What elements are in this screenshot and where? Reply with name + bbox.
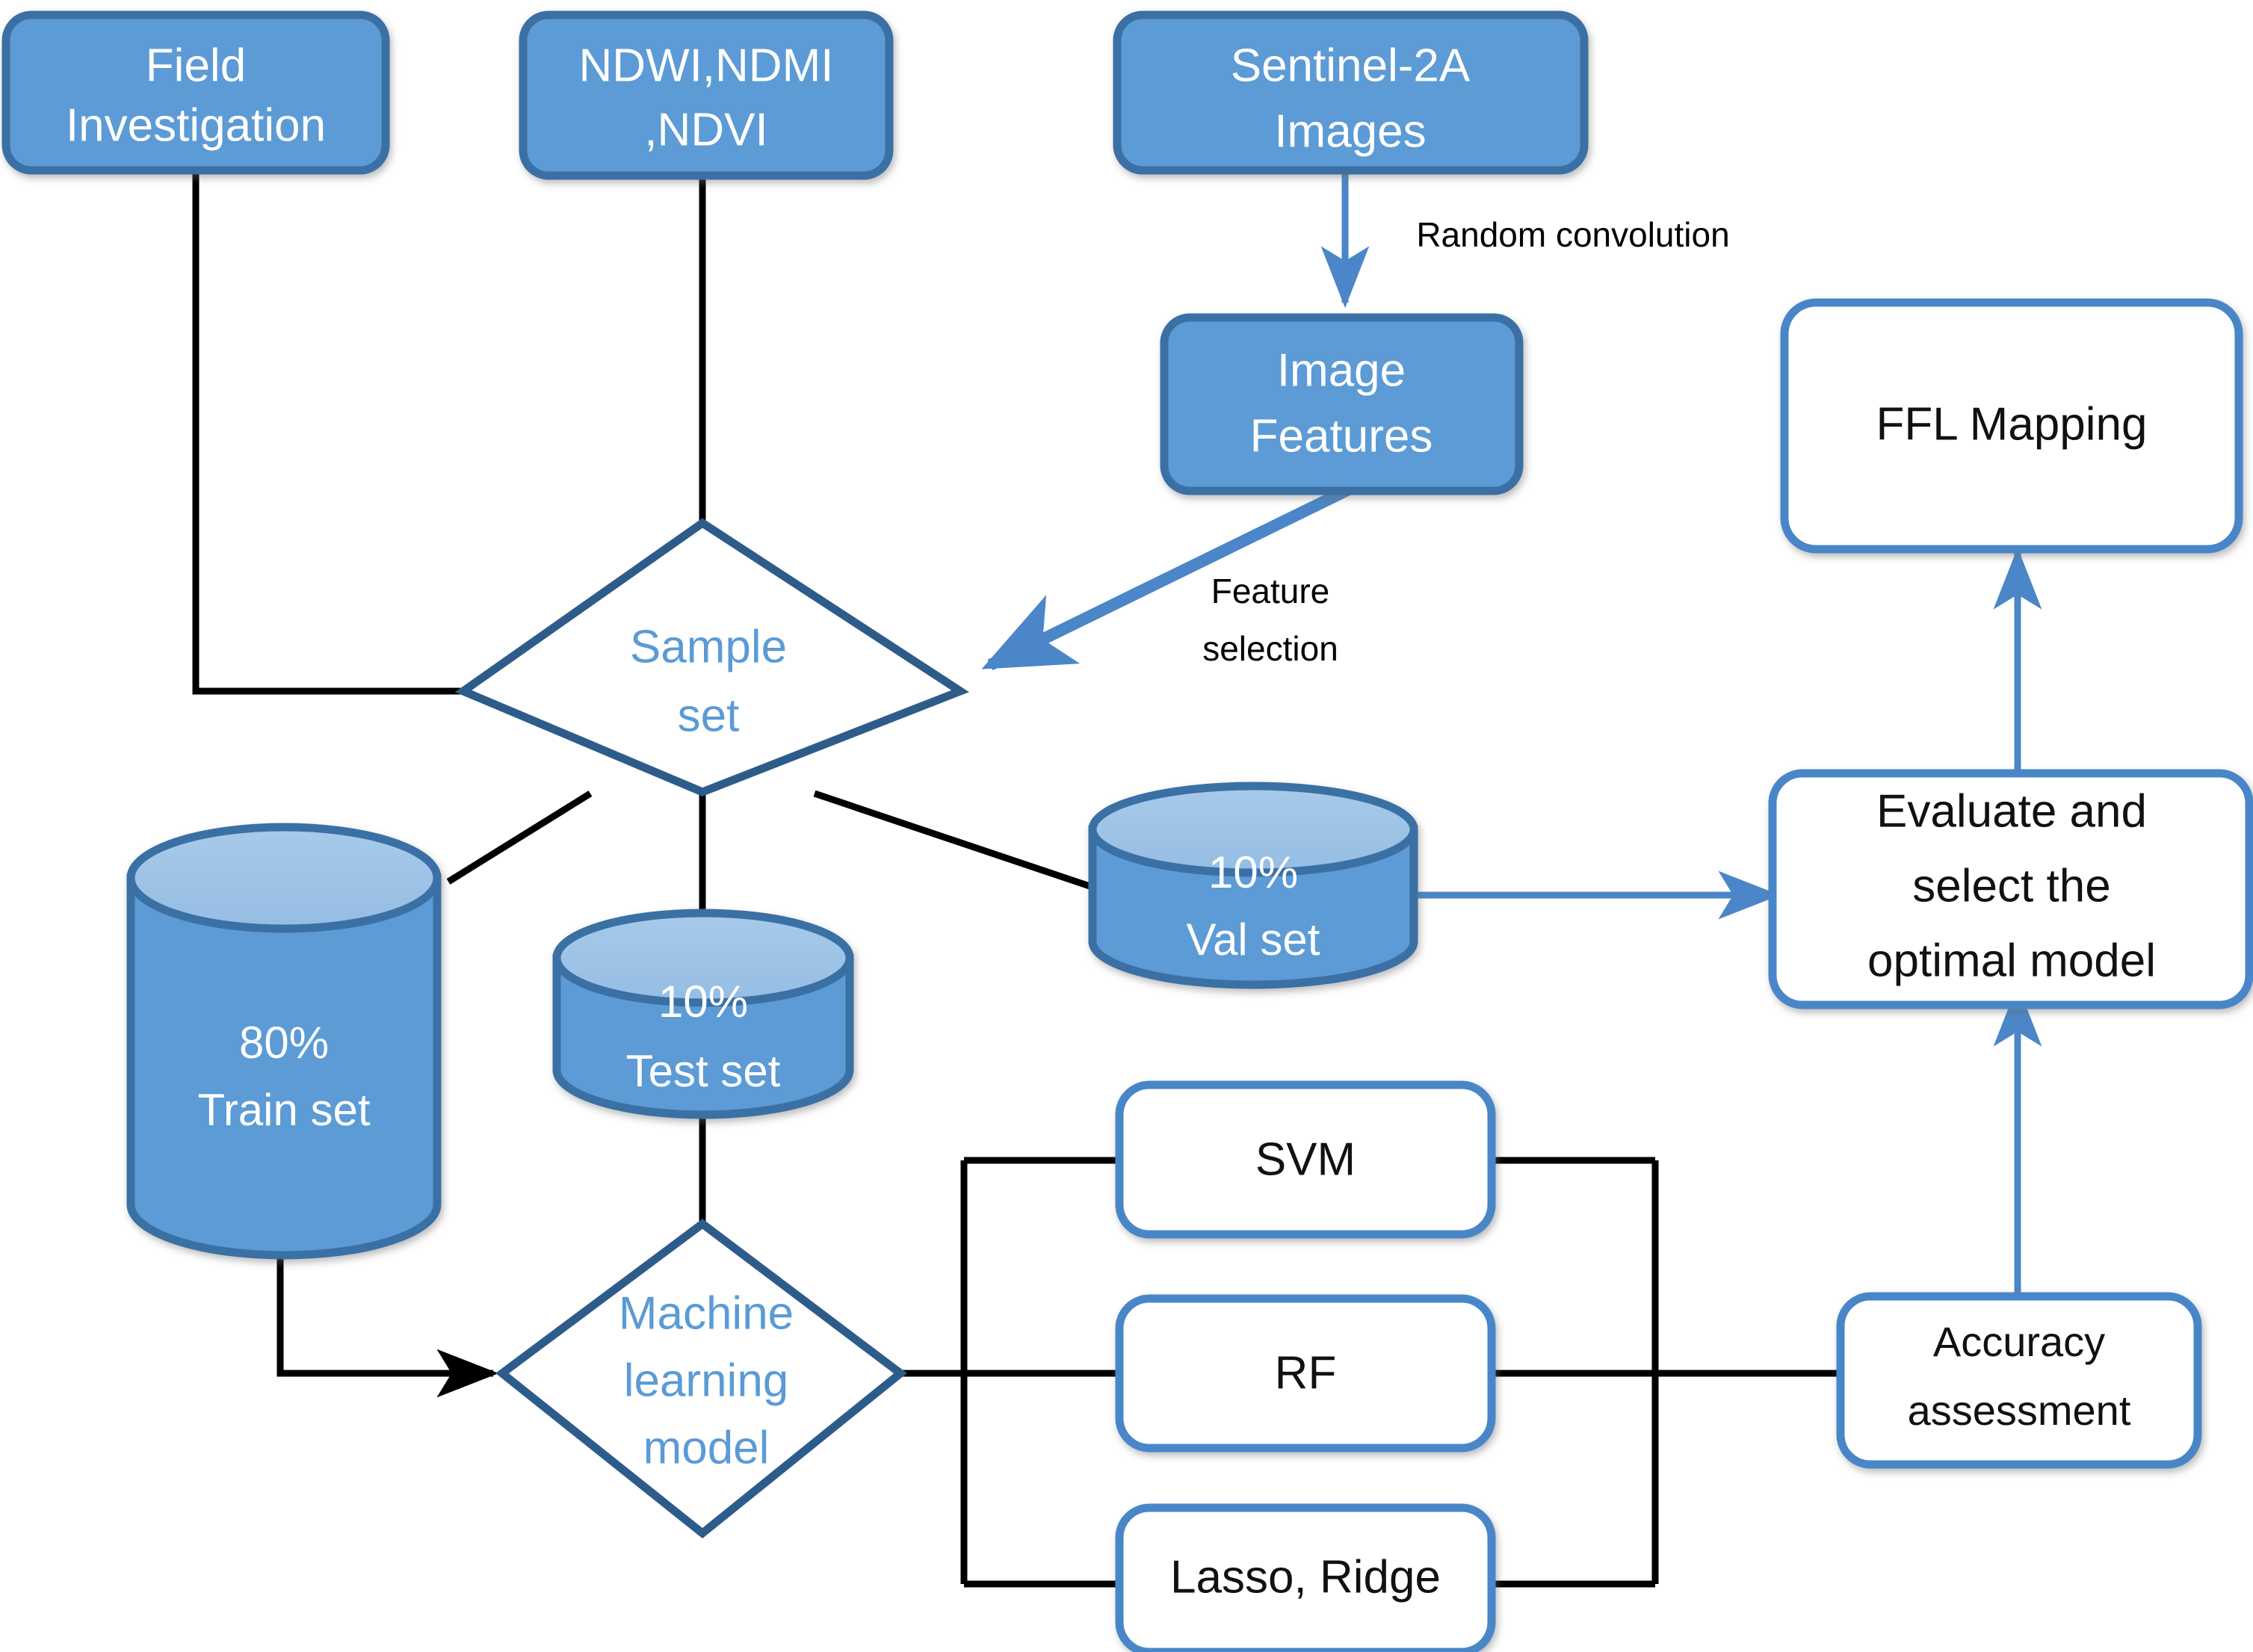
ml-model-label-line2: learning <box>624 1355 789 1406</box>
field-investigation-label-line1: Field <box>146 40 246 91</box>
node-sample-set[interactable]: Sample set <box>454 518 969 796</box>
rf-shape[interactable] <box>1115 1294 1496 1453</box>
train-set-top <box>126 823 442 933</box>
val-set-label-line1: 10% <box>1208 847 1298 897</box>
node-image-features[interactable]: Image Features <box>1160 313 1524 495</box>
edge-sample-to-train <box>446 791 593 885</box>
accuracy-assessment-shape[interactable] <box>1836 1292 2202 1469</box>
evaluate-select-label-line3: optimal model <box>1867 935 2156 986</box>
train-set-body[interactable] <box>126 873 442 1260</box>
spectral-indices-label-line2: ,NDVI <box>644 104 767 155</box>
node-ml-model[interactable]: Machine learning model <box>495 1219 907 1539</box>
sentinel-images-shape[interactable] <box>1113 10 1589 175</box>
lasso-ridge-shape[interactable] <box>1115 1503 1496 1652</box>
ffl-mapping-shape[interactable] <box>1780 298 2243 554</box>
lasso-ridge-label: Lasso, Ridge <box>1170 1551 1441 1603</box>
svm-label: SVM <box>1255 1133 1356 1185</box>
edge-label-random-convolution: Random convolution <box>1416 215 1729 254</box>
node-field-investigation[interactable]: Field Investigation <box>1 10 390 175</box>
sentinel-images-label-line1: Sentinel-2A <box>1231 40 1471 91</box>
accuracy-assessment-label-line2: assessment <box>1908 1387 2131 1434</box>
node-sentinel-images[interactable]: Sentinel-2A Images <box>1113 10 1589 175</box>
field-investigation-shape[interactable] <box>1 10 390 175</box>
node-rf[interactable]: RF <box>1115 1294 1496 1453</box>
node-ffl-mapping[interactable]: FFL Mapping <box>1780 298 2243 554</box>
accuracy-assessment-label-line1: Accuracy <box>1933 1318 2105 1365</box>
sample-set-label-line2: set <box>678 690 740 741</box>
edge-train-to-mlmodel <box>276 1246 499 1398</box>
sentinel-images-label-line2: Images <box>1274 105 1426 157</box>
edge-sample-to-val <box>813 790 1111 897</box>
test-set-label-line1: 10% <box>658 977 748 1027</box>
node-svm[interactable]: SVM <box>1115 1080 1496 1239</box>
sample-set-label-line1: Sample <box>630 621 787 672</box>
edge-label-feature-selection-line2: selection <box>1202 629 1338 668</box>
node-test-set[interactable] <box>552 909 854 1119</box>
sample-set-shape[interactable] <box>454 518 969 796</box>
image-features-label-line1: Image <box>1277 344 1406 396</box>
image-features-shape[interactable] <box>1160 313 1524 495</box>
evaluate-select-shape[interactable] <box>1768 769 2253 1009</box>
train-set-label-line1: 80% <box>239 1018 329 1068</box>
evaluate-select-label-line1: Evaluate and <box>1876 785 2147 837</box>
node-train-set[interactable] <box>126 823 442 1260</box>
edge-features-to-sample <box>981 483 1352 671</box>
rf-label: RF <box>1275 1347 1337 1399</box>
val-set-top <box>1088 782 1418 877</box>
field-investigation-label-line2: Investigation <box>66 99 326 151</box>
node-spectral-indices[interactable]: NDWI,NDMI ,NDVI <box>519 10 894 180</box>
svm-shape[interactable] <box>1115 1080 1496 1239</box>
ml-model-label-line1: Machine <box>619 1287 794 1339</box>
edge-field-to-sample <box>192 170 486 695</box>
ffl-mapping-label: FFL Mapping <box>1876 398 2148 450</box>
spectral-indices-shape[interactable] <box>519 10 894 180</box>
train-set-label-line2: Train set <box>197 1085 371 1135</box>
ml-model-shape[interactable] <box>495 1219 907 1539</box>
image-features-label-line2: Features <box>1250 410 1433 462</box>
spectral-indices-label-line1: NDWI,NDMI <box>579 40 834 91</box>
node-lasso-ridge[interactable]: Lasso, Ridge <box>1115 1503 1496 1652</box>
node-evaluate-select[interactable]: Evaluate and select the optimal model <box>1768 769 2253 1009</box>
test-set-label-line2: Test set <box>626 1046 781 1096</box>
node-accuracy-assessment[interactable]: Accuracy assessment <box>1836 1292 2202 1469</box>
edge-label-feature-selection-line1: Feature <box>1211 572 1330 610</box>
node-val-set[interactable] <box>1088 782 1418 989</box>
val-set-label-line2: Val set <box>1187 915 1320 965</box>
ml-model-label-line3: model <box>643 1422 770 1473</box>
test-set-top <box>552 909 854 1007</box>
evaluate-select-label-line2: select the <box>1912 860 2110 912</box>
